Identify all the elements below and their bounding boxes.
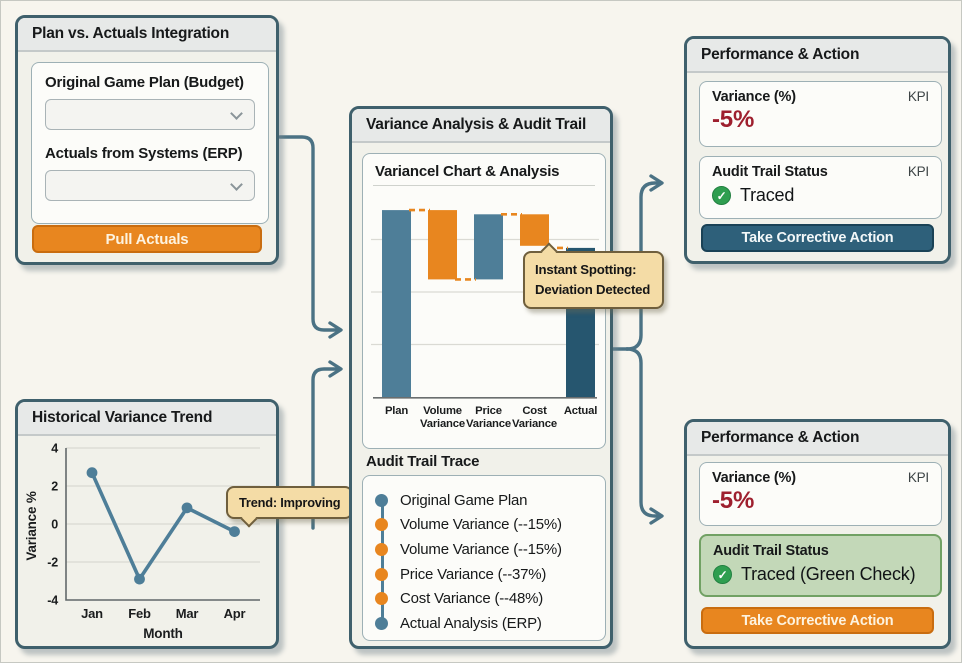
kpi-tag: KPI (907, 164, 929, 179)
chevron-down-icon (230, 178, 243, 191)
variance-analysis-panel: Variance Analysis & Audit Trail Variance… (349, 106, 613, 649)
history-trend-title: Historical Variance Trend (32, 409, 213, 426)
take-corrective-action-button[interactable]: Take Corrective Action (701, 607, 934, 634)
orange-dot-icon (375, 592, 388, 606)
svg-text:-4: -4 (47, 594, 58, 608)
trace-item: Actual Analysis (ERP) (375, 611, 605, 636)
trace-item-label: Cost Variance (--48%) (400, 590, 544, 608)
connector-history-arrowhead (328, 360, 343, 378)
svg-text:0: 0 (51, 518, 58, 532)
connector-plan-to-center (278, 135, 339, 332)
trace-item: Volume Variance (--15%) (375, 537, 605, 562)
audit-status-label: Audit Trail Status (713, 543, 829, 559)
variance-kpi-label: Variance (%) (712, 89, 796, 105)
trend-tooltip-text: Trend: Improving (239, 495, 341, 510)
trace-item: Volume Variance (--15%) (375, 513, 605, 538)
variance-analysis-header: Variance Analysis & Audit Trail (352, 109, 610, 143)
variance-kpi-card: Variance (%) KPI -5% (699, 81, 942, 147)
trace-item-label: Price Variance (--37%) (400, 565, 547, 583)
deviation-callout-line1: Instant Spotting: (535, 262, 637, 277)
svg-text:Jan: Jan (81, 606, 103, 621)
svg-text:Apr: Apr (224, 606, 246, 621)
audit-trail-trace-title: Audit Trail Trace (366, 453, 480, 470)
variance-kpi-label: Variance (%) (712, 470, 796, 486)
trace-item: Price Variance (--37%) (375, 562, 605, 587)
timeline-connector-line (381, 500, 384, 622)
budget-field-label: Original Game Plan (Budget) (45, 74, 244, 91)
green-check-icon: ✓ (713, 565, 732, 584)
trace-item-label: Original Game Plan (400, 491, 528, 509)
divider (373, 185, 595, 186)
audit-status-green-card: Audit Trail Status ✓ Traced (Green Check… (699, 534, 942, 597)
performance-action-top-header: Performance & Action (687, 39, 948, 73)
plan-actuals-header: Plan vs. Actuals Integration (18, 18, 276, 52)
orange-dot-icon (375, 567, 388, 581)
svg-text:Variance %: Variance % (24, 491, 39, 560)
performance-action-bottom-title: Performance & Action (701, 429, 860, 446)
kpi-tag: KPI (907, 89, 929, 104)
history-trend-header: Historical Variance Trend (18, 402, 276, 436)
connector-kpi-bottom-arrowhead (649, 507, 664, 525)
trace-item: Cost Variance (--48%) (375, 586, 605, 611)
orange-dot-icon (375, 542, 388, 556)
audit-status-label: Audit Trail Status (712, 164, 828, 180)
svg-text:Mar: Mar (176, 606, 199, 621)
svg-text:2: 2 (51, 480, 58, 494)
audit-status-kpi-card: Audit Trail Status KPI ✓ Traced (699, 156, 942, 219)
variance-kpi-value: -5% (712, 487, 755, 514)
svg-text:Feb: Feb (128, 606, 151, 621)
trend-tooltip: Trend: Improving (226, 486, 354, 528)
variance-kpi-card: Variance (%) KPI -5% (699, 462, 942, 526)
deviation-callout-line2: Deviation Detected (535, 281, 651, 297)
svg-text:Month: Month (143, 626, 182, 641)
plan-actuals-panel: Plan vs. Actuals Integration Original Ga… (15, 15, 279, 265)
connector-plan-arrowhead (328, 321, 343, 339)
svg-text:Plan: Plan (385, 405, 408, 417)
erp-field-label: Actuals from Systems (ERP) (45, 145, 243, 162)
teal-dot-icon (375, 616, 388, 630)
performance-action-bottom-panel: Performance & Action Variance (%) KPI -5… (684, 419, 951, 649)
svg-text:Actual: Actual (564, 405, 597, 417)
performance-action-top-title: Performance & Action (701, 46, 860, 63)
erp-select[interactable] (45, 170, 255, 201)
variance-kpi-value: -5% (712, 106, 755, 133)
pull-actuals-button[interactable]: Pull Actuals (32, 225, 262, 253)
orange-dot-icon (375, 518, 388, 532)
deviation-callout: Instant Spotting: Deviation Detected (523, 242, 664, 309)
audit-status-value: Traced (740, 185, 795, 205)
budget-select[interactable] (45, 99, 255, 130)
chevron-down-icon (230, 107, 243, 120)
trace-item-label: Actual Analysis (ERP) (400, 614, 542, 632)
svg-text:-2: -2 (47, 556, 58, 570)
plan-actuals-form: Original Game Plan (Budget) Actuals from… (31, 62, 269, 224)
plan-actuals-title: Plan vs. Actuals Integration (32, 25, 230, 42)
performance-action-top-panel: Performance & Action Variance (%) KPI -5… (684, 36, 951, 264)
variance-chart-subtitle: Variancel Chart & Analysis (375, 163, 560, 180)
trace-item-label: Volume Variance (--15%) (400, 540, 562, 558)
performance-action-bottom-header: Performance & Action (687, 422, 948, 456)
teal-dot-icon (375, 493, 388, 507)
green-check-icon: ✓ (712, 186, 731, 205)
take-corrective-action-button[interactable]: Take Corrective Action (701, 224, 934, 252)
svg-text:4: 4 (51, 442, 58, 456)
trace-item-label: Volume Variance (--15%) (400, 516, 562, 534)
variance-analysis-title: Variance Analysis & Audit Trail (366, 116, 587, 133)
trace-item: Original Game Plan (375, 488, 605, 513)
kpi-tag: KPI (907, 470, 929, 485)
audit-status-value: Traced (Green Check) (741, 564, 916, 584)
connector-kpi-top-arrowhead (649, 174, 664, 192)
connector-center-to-kpi-bottom (625, 347, 660, 518)
